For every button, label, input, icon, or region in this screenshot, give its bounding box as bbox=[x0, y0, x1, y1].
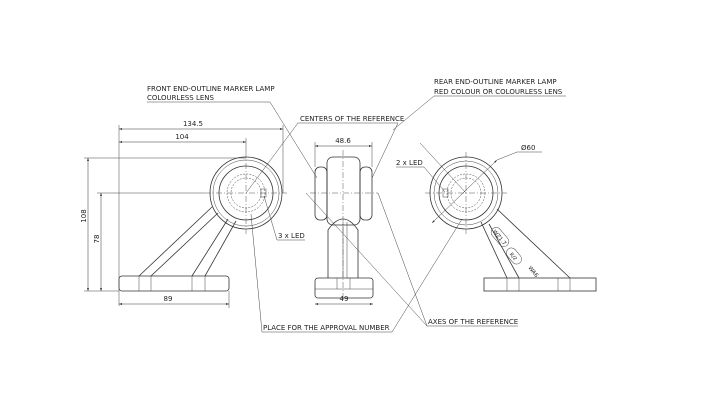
dim-lamp-side: 48.6 bbox=[335, 137, 351, 145]
dim-width-center: 104 bbox=[175, 133, 189, 141]
dim-base-side: 49 bbox=[340, 295, 349, 303]
front-title-line2: COLOURLESS LENS bbox=[147, 94, 215, 102]
dim-height-center: 78 bbox=[93, 235, 101, 244]
rear-view: Ø60 WZ1.7 R/2 WA6 bbox=[425, 144, 597, 292]
svg-text:WZ1.7: WZ1.7 bbox=[491, 229, 507, 247]
front-title-line1: FRONT END-OUTLINE MARKER LAMP bbox=[147, 85, 275, 93]
approval-label: PLACE FOR THE APPROVAL NUMBER bbox=[263, 324, 390, 332]
led-rear-label: 2 x LED bbox=[396, 159, 423, 167]
approval-mark-2: R/2 bbox=[506, 247, 522, 265]
leader-lines bbox=[147, 95, 566, 333]
dim-width-total: 134.5 bbox=[183, 120, 203, 128]
svg-text:R/2: R/2 bbox=[508, 252, 518, 262]
dim-height-total: 108 bbox=[80, 209, 88, 222]
approval-mark-3: WA6 bbox=[526, 265, 539, 279]
rear-title-line2: RED COLOUR OR COLOURLESS LENS bbox=[434, 88, 563, 96]
side-view: 48.6 49 bbox=[310, 137, 378, 305]
dim-base-front: 89 bbox=[164, 295, 173, 303]
led-front-label: 3 x LED bbox=[278, 232, 305, 240]
dim-diameter: Ø60 bbox=[521, 144, 535, 152]
axes-label: AXES OF THE REFERENCE bbox=[428, 318, 518, 326]
front-dimensions: 134.5 104 108 78 89 bbox=[80, 120, 284, 308]
rear-title-line1: REAR END-OUTLINE MARKER LAMP bbox=[434, 78, 557, 86]
front-view bbox=[118, 152, 287, 292]
centers-label: CENTERS OF THE REFERENCE bbox=[300, 115, 404, 123]
approval-mark-1: WZ1.7 bbox=[491, 227, 510, 247]
